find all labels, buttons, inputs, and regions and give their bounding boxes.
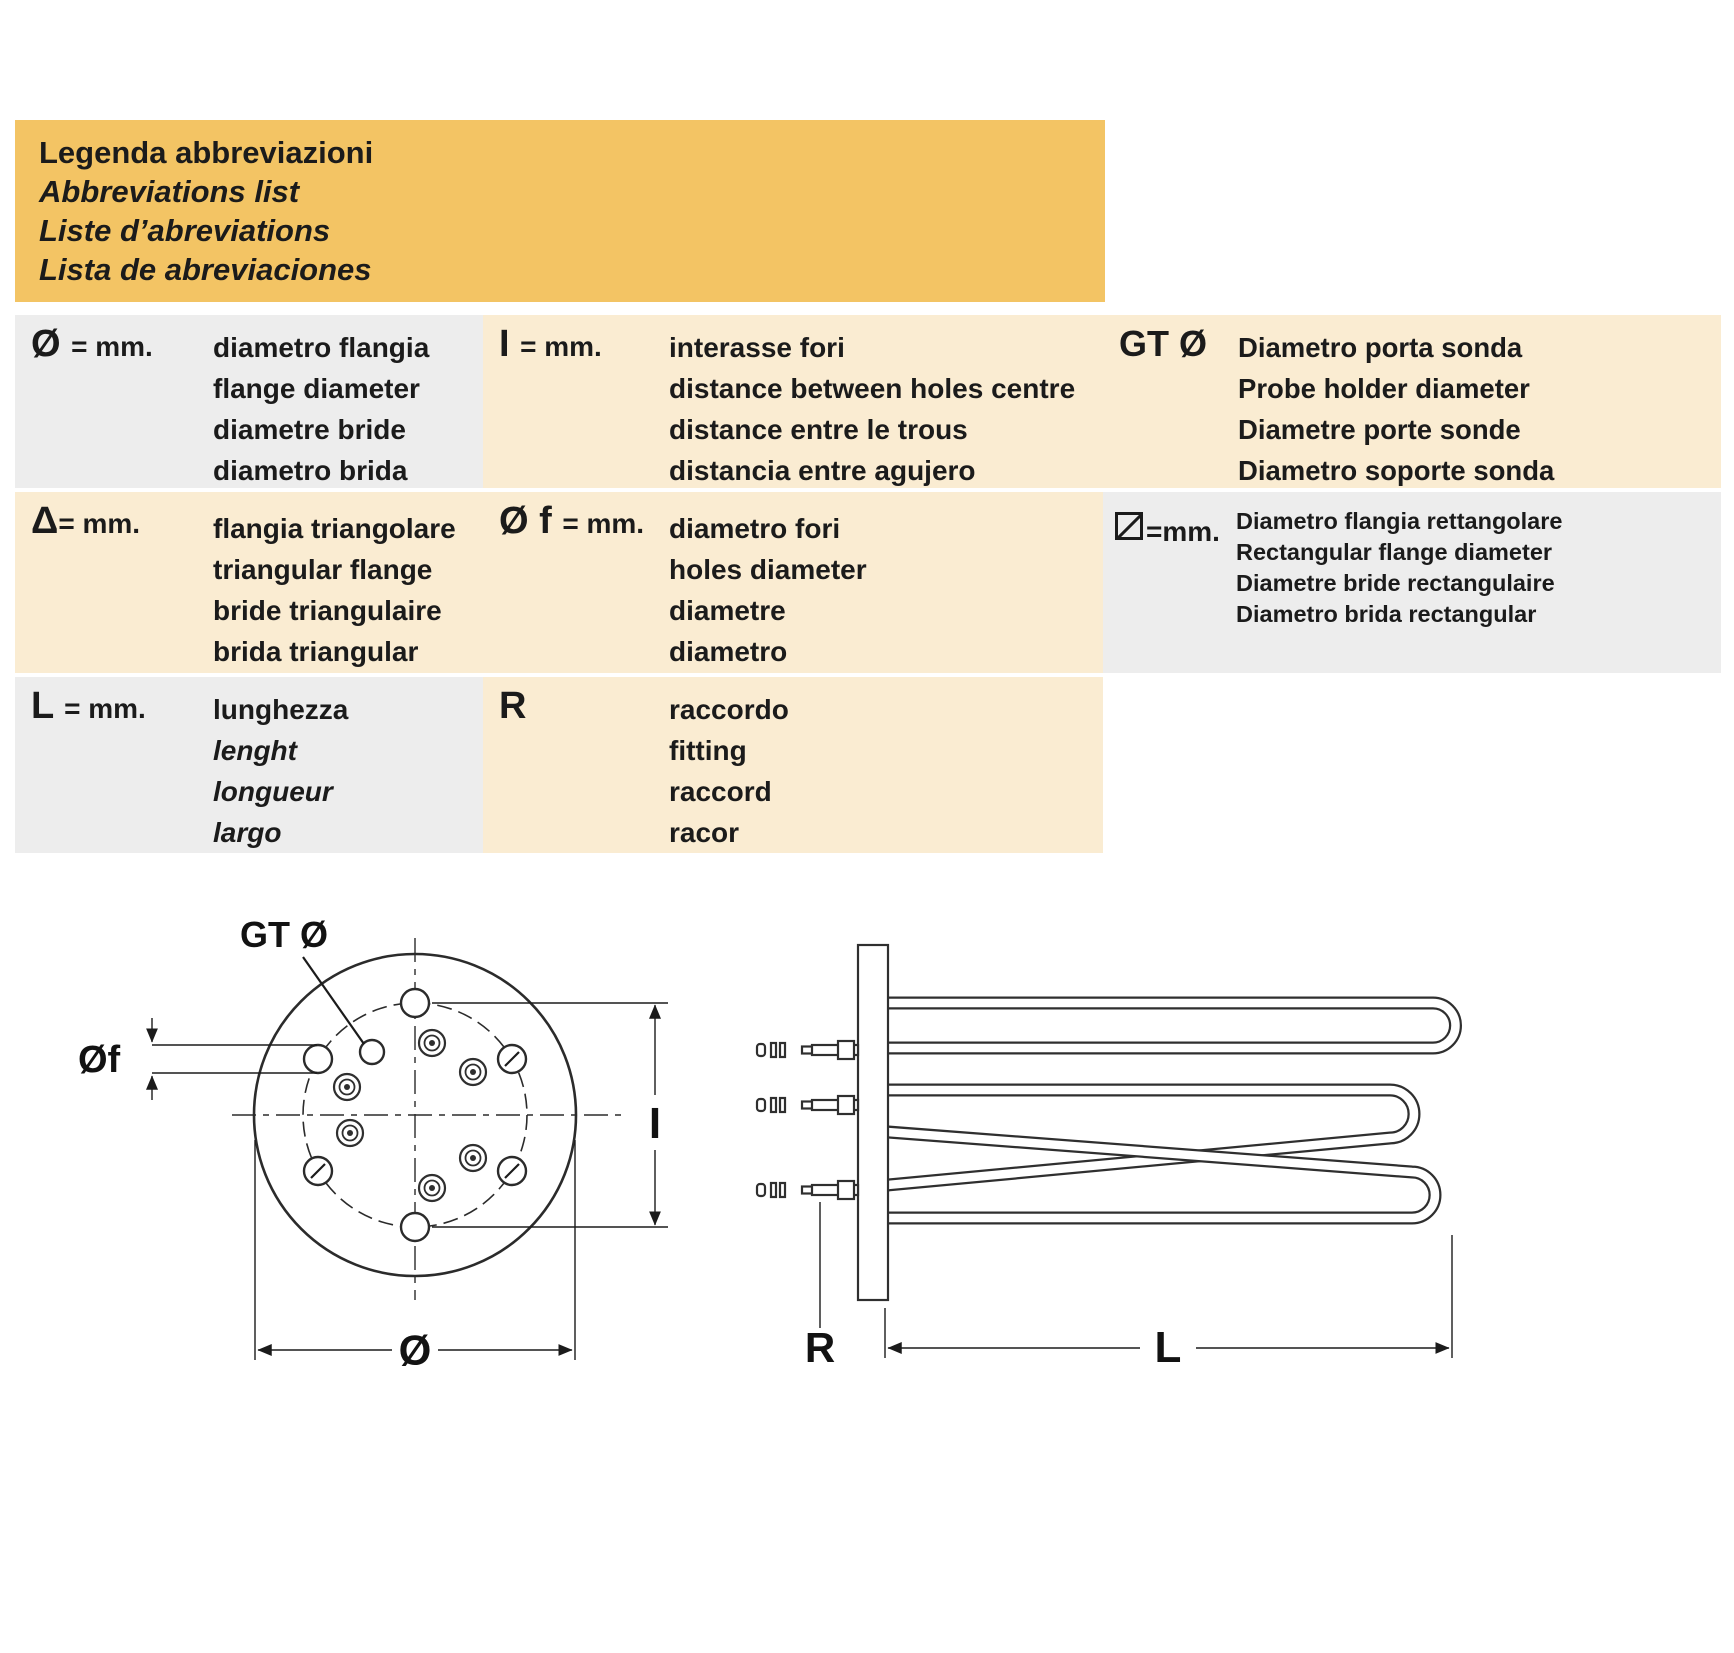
legend-title-en: Abbreviations list [39,174,300,209]
flange-front-view: GT Ø Øf [78,914,668,1374]
triangular-flange-definitions: flangia triangolare triangular flange br… [213,513,456,667]
legend-title-es: Lista de abreviaciones [39,252,372,287]
symbol-holes-distance: I = mm. [499,323,602,365]
legend-cell-fitting: R raccordo fitting raccord racor [483,677,1103,853]
length-label: L [1155,1323,1182,1372]
legend-cell-flange-diameter: Ø = mm. diametro flangia flange diameter… [15,315,483,488]
legend-cell-probe-holder-diameter: GT Ø Diametro porta sonda Probe holder d… [1103,315,1721,488]
gt-leader-line [302,956,365,1045]
symbol-fitting: R [499,685,527,727]
holes-distance-label: I [649,1099,661,1148]
hole-upper-left [302,1043,334,1075]
fitting-label: R [805,1324,835,1371]
technical-drawings: GT Ø Øf [78,914,1462,1374]
holes-distance-definitions: interasse fori distance between holes ce… [669,332,1076,486]
hole-top [399,987,431,1019]
hole-diameter-dimension: Øf [78,1018,317,1100]
gt-diameter-label: GT Ø [240,914,328,955]
terminal-pin-middle [755,1094,860,1116]
flange-plate [856,943,890,1302]
symbol-length: L = mm. [31,685,146,727]
holes-diameter-definitions: diametro fori holes diameter diametre di… [669,513,867,667]
probe-holder-hole [358,1038,386,1066]
legend-cell-holes-diameter: Ø f = mm. diametro fori holes diameter d… [483,492,1103,673]
symbol-flange-diameter: Ø = mm. [31,323,153,365]
element-terminals [332,1028,488,1203]
rect-flange-icon [1115,512,1143,540]
length-dimension: L [884,1235,1453,1372]
legend-title-it: Legenda abbreviazioni [39,135,374,170]
heating-tubes [887,996,1462,1225]
fitting-dimension: R [805,1202,835,1371]
element-side-view: R L [755,943,1462,1372]
legend-cell-holes-distance: I = mm. interasse fori distance between … [483,315,1103,488]
legend-cell-length: L = mm. lunghezza lenght longueur largo [15,677,483,853]
symbol-probe-holder: GT Ø [1119,323,1207,364]
hole-diameter-label: Øf [78,1039,121,1081]
legend-header: Legenda abbreviazioni Abbreviations list… [15,120,1105,302]
symbol-holes-diameter: Ø f = mm. [499,500,645,542]
rectangular-flange-definitions: Diametro flangia rettangolare Rectangula… [1236,508,1563,627]
hole-bottom [399,1211,431,1243]
holes-distance-dimension: I [432,1002,668,1228]
terminal-pin-top [755,1039,860,1061]
legend-title-fr: Liste d’abreviations [39,213,331,248]
flange-diameter-definitions: diametro flangia flange diameter diametr… [213,332,430,486]
length-definitions: lunghezza lenght longueur largo [213,694,349,848]
flange-diameter-label: Ø [399,1327,432,1374]
legend-cell-rectangular-flange-diameter: =mm. Diametro flangia rettangolare Recta… [1103,492,1721,673]
fitting-definitions: raccordo fitting raccord racor [669,694,789,848]
terminal-pin-bottom [755,1179,860,1201]
legend-cell-triangular-flange: Δ= mm. flangia triangolare triangular fl… [15,492,483,673]
flange-diameter-dimension: Ø [254,1140,576,1374]
probe-holder-definitions: Diametro porta sonda Probe holder diamet… [1238,332,1555,486]
symbol-triangular-flange: Δ= mm. [31,500,141,542]
symbol-rectangular-flange: =mm. [1115,508,1220,551]
